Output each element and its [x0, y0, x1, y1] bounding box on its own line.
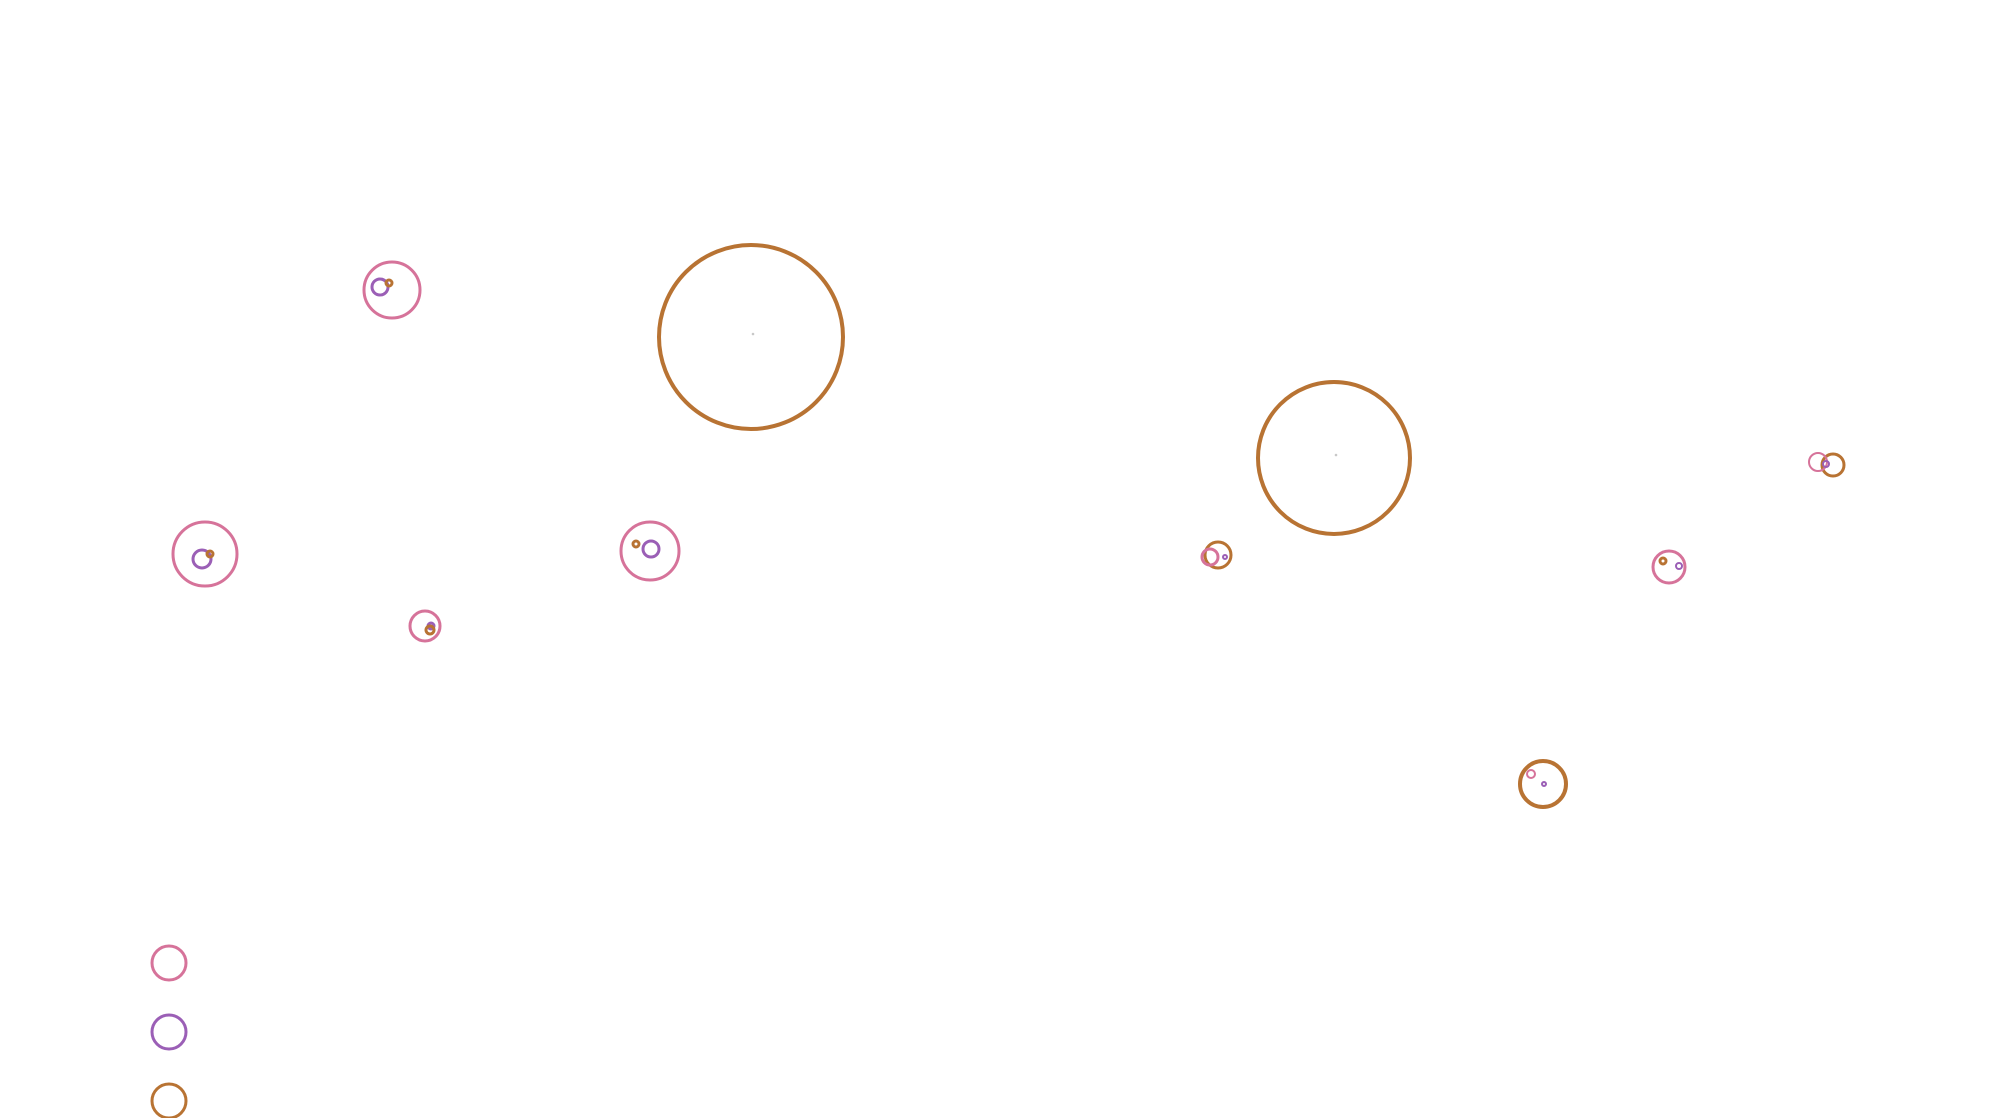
- pink-outer-circle: [171, 520, 239, 588]
- purple-inner-circle: [1222, 554, 1228, 560]
- cluster-9: [1518, 759, 1568, 809]
- legend-swatch-pink: [150, 944, 188, 982]
- orange-outer-circle: [1256, 380, 1412, 536]
- purple-inner-circle: [1541, 781, 1547, 787]
- cluster-5: [619, 520, 681, 582]
- center-dot: [1334, 453, 1338, 457]
- orange-outer-circle: [1820, 452, 1846, 478]
- orange-outer-circle: [1203, 540, 1233, 570]
- orange-inner-circle: [631, 539, 641, 549]
- center-dot: [751, 332, 755, 336]
- purple-inner-circle: [191, 548, 213, 570]
- cluster-2: [657, 243, 845, 431]
- orange-inner-circle: [205, 549, 215, 559]
- purple-inner-circle: [1822, 460, 1830, 468]
- orange-outer-circle: [1518, 759, 1568, 809]
- pink-inner-circle: [1526, 769, 1536, 779]
- cluster-7: [1200, 540, 1233, 570]
- pink-outer-circle: [619, 520, 681, 582]
- legend: [150, 944, 188, 1118]
- orange-inner-circle: [384, 278, 394, 288]
- pink-outer-circle: [362, 260, 422, 320]
- purple-inner-circle: [1675, 562, 1683, 570]
- clusters-layer: [171, 243, 1846, 809]
- cluster-3: [1256, 380, 1412, 536]
- cluster-10: [1808, 452, 1846, 478]
- pink-outer-circle: [408, 609, 442, 643]
- orange-inner-circle: [1658, 556, 1668, 566]
- pink-inner-circle: [1200, 547, 1220, 567]
- legend-swatch-orange: [150, 1082, 188, 1118]
- cluster-1: [362, 260, 422, 320]
- cluster-4: [171, 520, 239, 588]
- legend-swatch-purple: [150, 1013, 188, 1051]
- purple-inner-circle: [641, 539, 661, 559]
- orange-outer-circle: [657, 243, 845, 431]
- cluster-6: [408, 609, 442, 643]
- cluster-8: [1651, 549, 1687, 585]
- pink-outer-circle: [1651, 549, 1687, 585]
- orange-inner-circle: [424, 624, 436, 636]
